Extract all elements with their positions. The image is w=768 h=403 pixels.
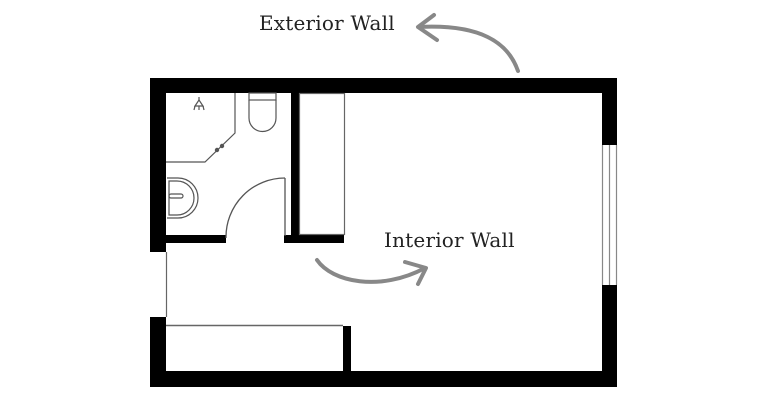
interior-wall-counter-stub [343,326,351,371]
exterior-wall-left-upper [150,78,166,252]
sink-icon [167,177,199,219]
wardrobe-outline [298,92,346,236]
bathroom-door [225,177,286,239]
exterior-wall-left-lower [150,317,166,387]
shower-head-icon [193,97,205,111]
interior-wall-bathroom-bottom [166,235,226,243]
exterior-wall-right-lower [602,285,617,387]
interior-wall-label: Interior Wall [384,228,515,252]
exterior-wall-arrow [416,13,520,73]
interior-wall-arrow [315,258,428,286]
exterior-wall-label: Exterior Wall [259,11,395,35]
interior-walls [166,93,351,371]
exterior-wall-top [150,78,617,93]
door-swing-arc [225,177,286,239]
exterior-walls [150,78,617,387]
toilet-icon [248,92,277,133]
interior-wall-wardrobe-bottom [284,235,344,243]
exterior-wall-right-upper [602,78,617,145]
exterior-wall-bottom [150,371,617,387]
interior-wall-vertical [291,93,299,243]
shower [166,93,236,163]
window [601,145,618,285]
